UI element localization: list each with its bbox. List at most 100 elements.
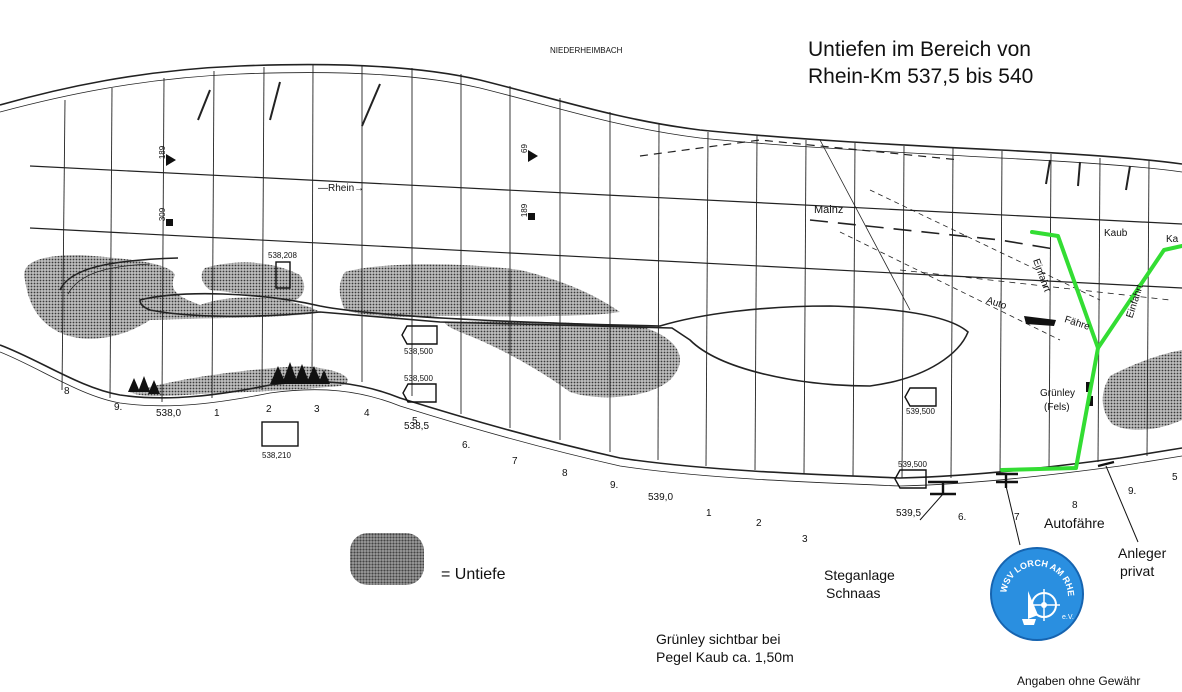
section-number: 5	[412, 416, 418, 427]
sign-label: 538,500	[404, 347, 433, 356]
ferry-route	[869, 189, 1101, 301]
shoal-area	[339, 264, 620, 317]
ferry-route	[809, 219, 1061, 251]
section-number: 6.	[958, 512, 967, 523]
river-label: —Rhein→	[318, 183, 365, 194]
shoal-area	[24, 255, 320, 339]
sign-label: 539,500	[898, 460, 927, 469]
sign-icon	[904, 387, 937, 407]
river-banks	[0, 63, 1182, 487]
map-title: Untiefen im Bereich von Rhein-Km 537,5 b…	[808, 36, 1033, 90]
line-number: 189	[520, 203, 530, 218]
km-marker: 538,0	[156, 408, 182, 419]
club-logo: WSV LORCH AM RHEIN e.V.	[989, 541, 1084, 641]
km-marker: 539,5	[896, 508, 922, 519]
navigation-lines	[29, 139, 1182, 341]
ferry-route	[839, 231, 1061, 341]
section-number: 8	[64, 386, 70, 397]
sign-label: 538,210	[262, 451, 291, 460]
triangle-marker	[528, 150, 538, 162]
fairway-line	[29, 227, 1182, 289]
section-lines	[61, 64, 1150, 479]
section-number: 3	[314, 404, 320, 415]
section-number: 9.	[610, 480, 619, 491]
rock-label: (Fels)	[1044, 402, 1070, 413]
callout-lines	[919, 465, 1139, 546]
rock-label: Grünley	[1040, 388, 1076, 399]
visibility-note: Grünley sichtbar bei	[656, 631, 781, 647]
section-number: 3	[802, 534, 808, 545]
fairway-line	[29, 165, 1182, 225]
section-number: 6.	[462, 440, 471, 451]
landing-annotation: privat	[1120, 563, 1155, 579]
sign-label: 538,500	[404, 374, 433, 383]
section-number: 5	[1172, 472, 1178, 483]
km-marker: 538,5	[404, 421, 430, 432]
sign-icon	[402, 383, 437, 403]
visibility-note: Pegel Kaub ca. 1,50m	[656, 649, 794, 665]
sign-icon	[261, 421, 299, 447]
km-marker: 539,0	[648, 492, 674, 503]
section-number: 7	[1014, 512, 1020, 523]
sign-icon	[275, 261, 291, 289]
jetty-annotation: Schnaas	[826, 585, 881, 601]
groyne	[59, 257, 179, 291]
section-number: 9.	[114, 402, 123, 413]
town-label: NIEDERHEIMBACH	[550, 46, 623, 55]
jetty-annotation: Steganlage	[824, 567, 895, 583]
south-bank-outer	[0, 351, 1182, 487]
ferry-route	[639, 139, 961, 161]
title-line: Rhein-Km 537,5 bis 540	[808, 65, 1034, 88]
shoal-area	[201, 262, 305, 302]
section-number: 8	[562, 468, 568, 479]
section-number: 4	[364, 408, 370, 419]
shoal-area	[445, 321, 680, 398]
entry-route	[1000, 230, 1182, 472]
direction-label: Ka	[1166, 234, 1179, 245]
section-number: 2	[266, 404, 272, 415]
ferry-icon	[1024, 316, 1056, 326]
ferry-route	[899, 269, 1171, 301]
tree-cluster	[128, 362, 330, 394]
section-number: 2	[756, 518, 762, 529]
fairway-markers	[166, 150, 538, 226]
north-bank	[0, 63, 1182, 165]
legend-label: = Untiefe	[441, 566, 506, 583]
island-outline	[139, 292, 969, 387]
sign-icon	[894, 469, 927, 489]
line-number: 69	[519, 144, 529, 153]
shoal-legend-swatch	[350, 533, 424, 585]
rock-icon	[1088, 396, 1093, 406]
section-number: 7	[512, 456, 518, 467]
logo-text-path: WSV LORCH AM RHEIN	[989, 541, 1076, 597]
section-number: 1	[706, 508, 712, 519]
disclaimer: Angaben ohne Gewähr	[1017, 674, 1141, 688]
line-number: 189	[158, 145, 168, 160]
shoal-areas	[24, 255, 1182, 430]
title-line: Untiefen im Bereich von	[808, 38, 1031, 61]
square-marker	[528, 213, 535, 220]
section-number: 9.	[1128, 486, 1137, 497]
logo-text: WSV LORCH AM RHEIN	[992, 549, 1076, 597]
landing-annotation: Anleger	[1118, 545, 1167, 561]
direction-label: Kaub	[1104, 228, 1128, 239]
north-bank-inner	[0, 72, 1182, 173]
logo-suffix: e.V.	[1062, 614, 1074, 621]
direction-label: Mainz	[814, 204, 844, 216]
triangle-marker	[166, 154, 176, 166]
shoal-area	[1102, 350, 1182, 430]
square-marker	[166, 219, 173, 226]
ferry-annotation: Autofähre	[1044, 515, 1105, 531]
bank-groynes	[197, 81, 1131, 191]
logo-emblem: WSV LORCH AM RHEIN e.V.	[989, 541, 1076, 625]
section-number: 8	[1072, 500, 1078, 511]
river-name: Rhein	[328, 183, 355, 194]
sign-label: 539,500	[906, 407, 935, 416]
rock-icon	[1086, 382, 1091, 392]
sign-icon	[401, 325, 438, 345]
sign-label: 538,208	[268, 251, 297, 260]
ferry-route	[819, 139, 911, 311]
section-number: 1	[214, 408, 220, 419]
line-number: 309	[158, 207, 168, 222]
